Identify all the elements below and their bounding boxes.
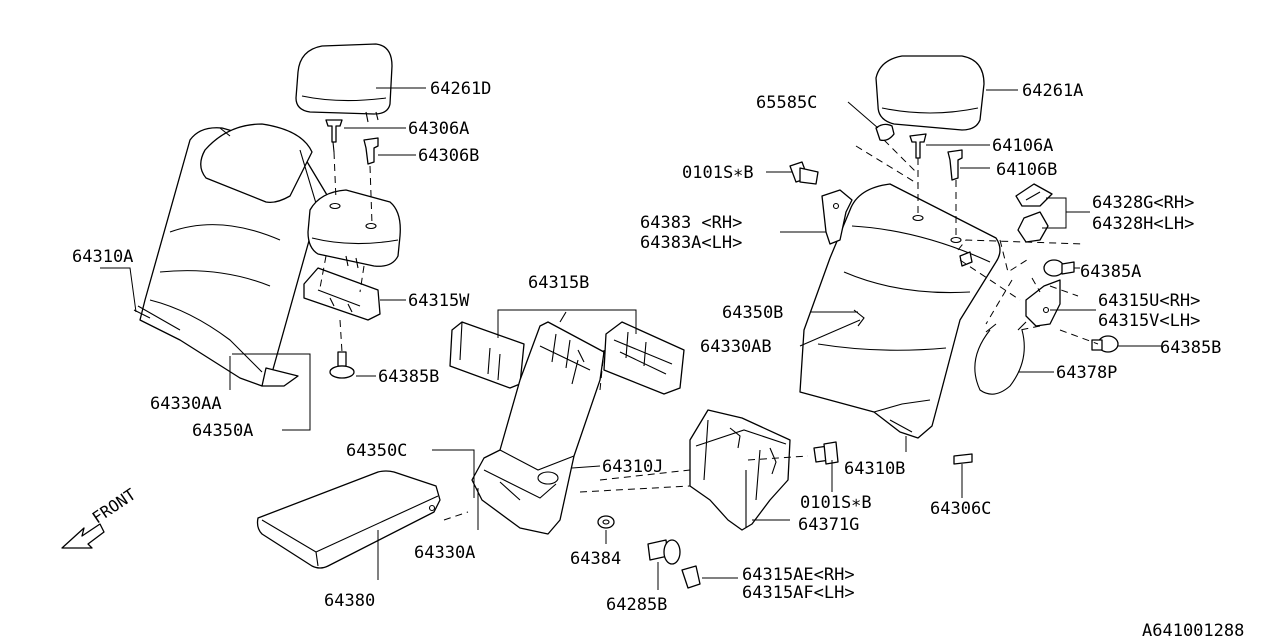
front-label: FRONT xyxy=(89,484,140,527)
clip-64306B xyxy=(363,137,379,165)
label-64306C: 64306C xyxy=(930,499,991,519)
label-64261A: 64261A xyxy=(1022,81,1083,101)
label-64330AA: 64330AA xyxy=(150,394,222,414)
clip-64106A xyxy=(909,133,927,159)
label-0101SB-lower: 0101S∗B xyxy=(800,493,872,513)
label-64315V: 64315V<LH> xyxy=(1098,311,1200,331)
frame-64310J xyxy=(471,311,605,535)
label-64315W: 64315W xyxy=(408,291,470,311)
label-64350C: 64350C xyxy=(346,441,407,461)
clip-64306A xyxy=(325,119,343,153)
plug-65585C xyxy=(875,123,895,142)
seatback-right xyxy=(799,183,1001,439)
cable-64378P xyxy=(974,321,1027,395)
leader-lines xyxy=(100,87,1162,590)
right-seatback-assembly xyxy=(789,55,1119,465)
bracket-64383 xyxy=(821,189,853,245)
headrest-right xyxy=(875,55,985,131)
label-64306B: 64306B xyxy=(418,146,479,166)
panel-64315B-right xyxy=(603,321,685,395)
seatback-left xyxy=(133,123,331,387)
label-64385B-right: 64385B xyxy=(1160,338,1221,358)
bolt-0101SB-lower xyxy=(813,441,839,465)
label-64106B: 64106B xyxy=(996,160,1057,180)
cushion-64380 xyxy=(256,470,441,569)
bolt-64285B xyxy=(647,539,681,565)
label-64350A: 64350A xyxy=(192,421,253,441)
label-64383A: 64383A<LH> xyxy=(640,233,742,253)
panel-64315B-left xyxy=(449,321,525,389)
label-64315B: 64315B xyxy=(528,273,589,293)
bracket-64371G xyxy=(689,409,791,531)
label-64328H: 64328H<LH> xyxy=(1092,214,1194,234)
label-64310B: 64310B xyxy=(844,459,905,479)
label-64350B: 64350B xyxy=(722,303,783,323)
label-64261D: 64261D xyxy=(430,79,491,99)
bolt-64385B-left xyxy=(329,351,355,379)
label-64306A: 64306A xyxy=(408,119,469,139)
left-seatback-assembly xyxy=(133,43,401,387)
label-0101SB-upper: 0101S∗B xyxy=(682,163,754,183)
label-64310A: 64310A xyxy=(72,247,133,267)
label-64378P: 64378P xyxy=(1056,363,1117,383)
label-64384: 64384 xyxy=(570,549,621,569)
label-64385B-left: 64385B xyxy=(378,367,439,387)
pin-64306C xyxy=(953,453,973,465)
clip-64106B xyxy=(947,149,963,181)
bolt-0101SB-upper xyxy=(789,161,819,185)
center-assembly xyxy=(256,311,839,589)
headrest-left xyxy=(295,43,393,123)
label-64315U: 64315U<RH> xyxy=(1098,291,1200,311)
callout-labels: 64261D 64306A 64306B 64310A 64315W 64385… xyxy=(72,79,1244,640)
label-64315AF: 64315AF<LH> xyxy=(742,583,855,603)
drawing-number: A641001288 xyxy=(1142,621,1244,640)
label-64371G: 64371G xyxy=(798,515,859,535)
cap-64315AE xyxy=(681,565,701,589)
label-65585C: 65585C xyxy=(756,93,817,113)
label-64328G: 64328G<RH> xyxy=(1092,193,1194,213)
trim-64315W xyxy=(303,267,381,321)
label-64310J: 64310J xyxy=(602,457,663,477)
cover-64315U xyxy=(1025,279,1061,327)
label-64383: 64383 <RH> xyxy=(640,213,742,233)
label-64380: 64380 xyxy=(324,591,375,611)
label-64106A: 64106A xyxy=(992,136,1053,156)
label-64285B: 64285B xyxy=(606,595,667,615)
label-64330AB: 64330AB xyxy=(700,337,772,357)
latch-64328G xyxy=(1015,183,1053,243)
bushing-64384 xyxy=(597,515,615,529)
armrest-cover-left xyxy=(307,189,401,269)
front-arrow: FRONT xyxy=(61,484,140,549)
label-64315AE: 64315AE<RH> xyxy=(742,565,855,585)
label-64385A: 64385A xyxy=(1080,262,1141,282)
bolt-64385A xyxy=(1043,259,1075,277)
label-64330A: 64330A xyxy=(414,543,475,563)
bolt-64385B-right xyxy=(1091,335,1119,353)
